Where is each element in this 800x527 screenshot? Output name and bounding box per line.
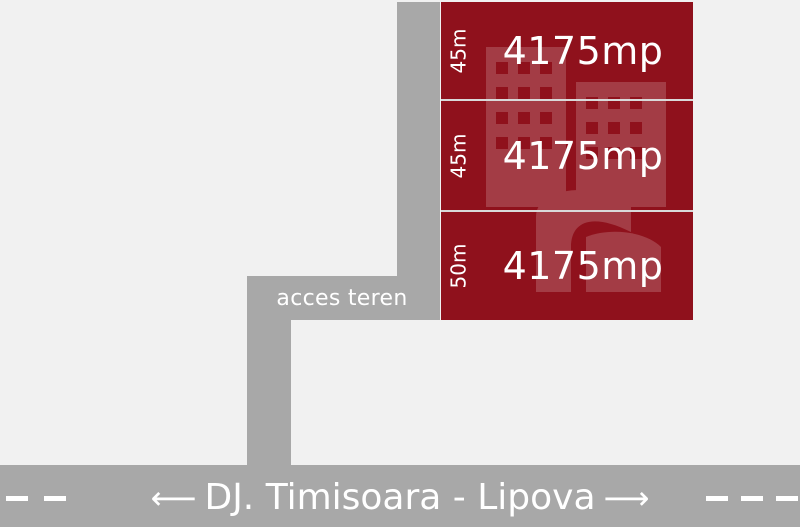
plot-1: 45m 4175mp (441, 2, 693, 99)
access-road-upper (397, 2, 440, 320)
main-road-name: DJ. Timisoara - Lipova (204, 477, 596, 518)
plot-3: 50m 4175mp (441, 210, 693, 320)
road-dash (706, 496, 728, 501)
left-arrow-icon: ⟵ (150, 478, 197, 517)
main-road (0, 465, 800, 527)
plot-dimension: 50m (446, 243, 470, 289)
plot-dimension: 45m (446, 133, 470, 178)
road-dash (44, 496, 66, 501)
plot-area: 4175mp (502, 244, 664, 288)
road-dash (741, 496, 763, 501)
plot-area: 4175mp (502, 28, 664, 73)
access-road-lower (247, 276, 291, 466)
plot-area: 4175mp (502, 133, 664, 178)
land-plots: 45m 4175mp 45m 4175mp 50m 4175mp (441, 2, 693, 320)
building-watermark-icon (486, 47, 666, 292)
plot-dimension: 45m (446, 28, 470, 73)
right-arrow-icon: ⟶ (603, 478, 650, 517)
access-road-label: acces teren (276, 285, 408, 311)
plot-2: 45m 4175mp (441, 99, 693, 210)
road-dash (6, 496, 28, 501)
main-road-label: ⟵ DJ. Timisoara - Lipova ⟶ (0, 470, 800, 525)
road-dash (776, 496, 798, 501)
